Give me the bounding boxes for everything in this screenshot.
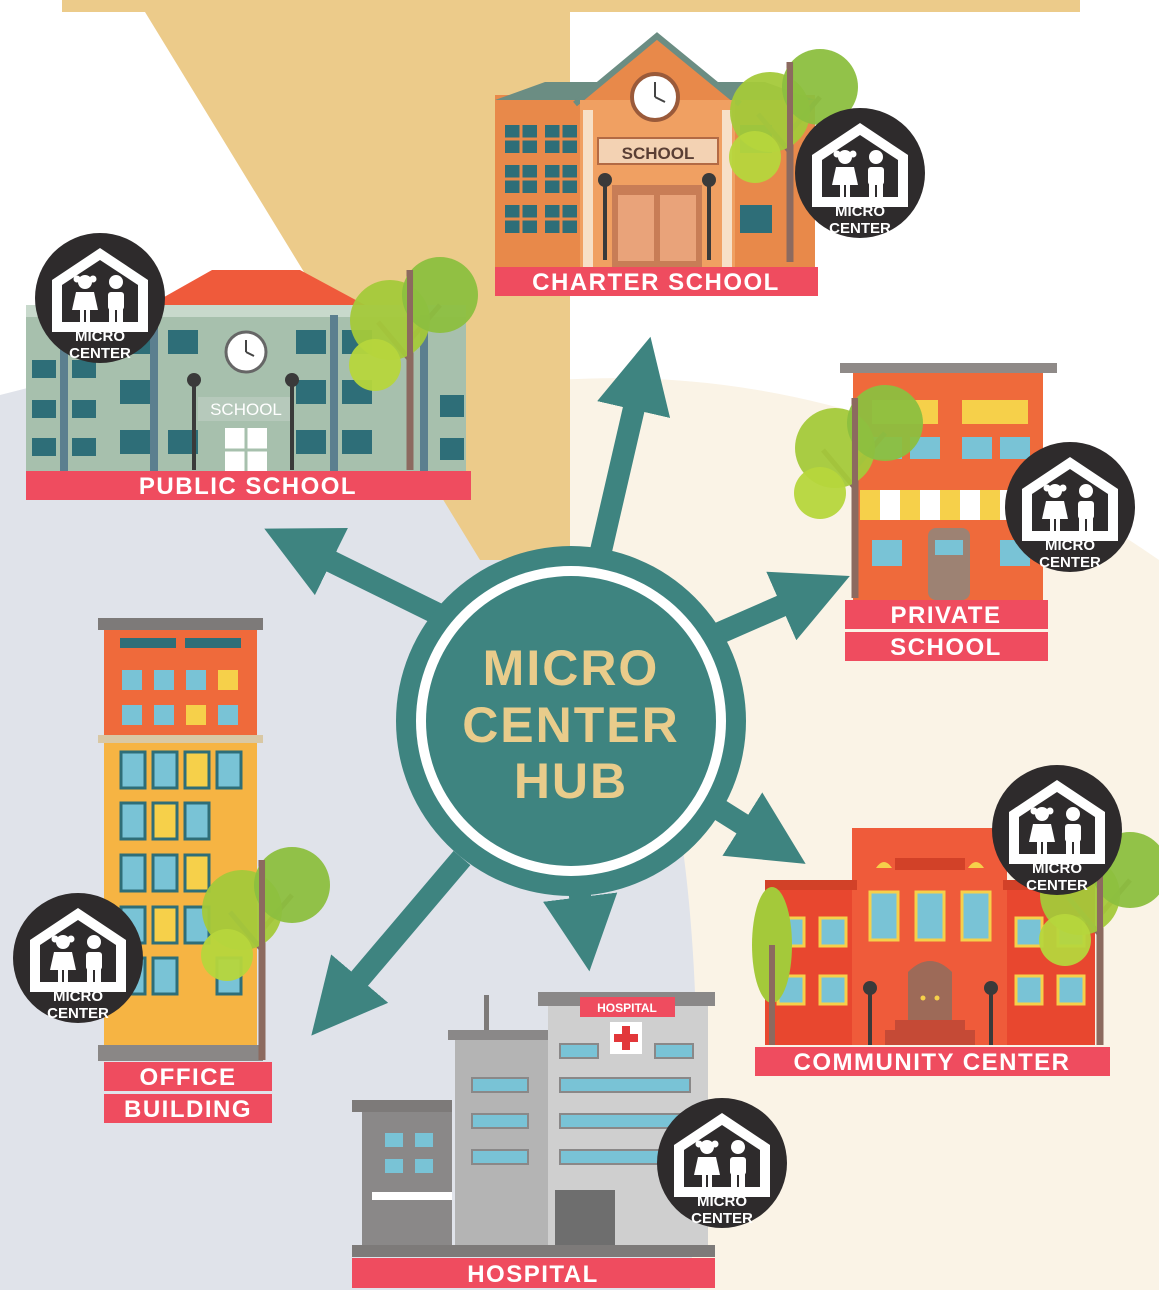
private-school-label-line1: PRIVATE bbox=[891, 602, 1002, 629]
hub-title-line3: HUB bbox=[514, 753, 628, 809]
arrows bbox=[264, 336, 850, 1036]
hospital-sign: HOSPITAL bbox=[597, 1001, 657, 1015]
hospital-label: HOSPITAL bbox=[352, 1258, 715, 1288]
community-center-badge-line2: CENTER bbox=[1026, 877, 1088, 894]
public-school-label: PUBLIC SCHOOL bbox=[26, 471, 471, 500]
public-school-label-text: PUBLIC SCHOOL bbox=[139, 473, 357, 500]
office-building-badge-line1: MICRO bbox=[53, 988, 103, 1005]
community-center-badge-line1: MICRO bbox=[1032, 860, 1082, 877]
charter-school-building: SCHOOL bbox=[495, 32, 858, 267]
community-center-building bbox=[752, 828, 1159, 1045]
charter-school-label: CHARTER SCHOOL bbox=[495, 267, 818, 296]
arrow-to-office-building bbox=[311, 850, 471, 1036]
office-building-label-line2: BUILDING bbox=[124, 1096, 252, 1123]
hub-title-line1: MICRO bbox=[483, 640, 660, 696]
office-building-label-line1: OFFICE bbox=[140, 1064, 237, 1091]
office-building-label: OFFICE BUILDING bbox=[104, 1062, 272, 1123]
arrow-to-private-school bbox=[710, 571, 850, 646]
arrow-to-community-center bbox=[714, 792, 806, 864]
arrow-to-charter-school bbox=[589, 336, 671, 558]
hub-title-line2: CENTER bbox=[462, 697, 680, 753]
public-school-badge-line2: CENTER bbox=[69, 345, 131, 362]
hospital-badge-line1: MICRO bbox=[697, 1193, 747, 1210]
office-building bbox=[98, 618, 330, 1061]
community-center-label-text: COMMUNITY CENTER bbox=[794, 1049, 1071, 1076]
hospital-badge-line2: CENTER bbox=[691, 1210, 753, 1227]
public-school-sign: SCHOOL bbox=[210, 400, 282, 419]
community-center-label: COMMUNITY CENTER bbox=[755, 1047, 1110, 1076]
public-school-badge-line1: MICRO bbox=[75, 328, 125, 345]
arrow-to-public-school bbox=[264, 528, 445, 625]
private-school-label-line2: SCHOOL bbox=[890, 634, 1002, 661]
private-school-label: PRIVATE SCHOOL bbox=[845, 600, 1048, 661]
private-school-badge-line1: MICRO bbox=[1045, 537, 1095, 554]
charter-school-label-text: CHARTER SCHOOL bbox=[532, 269, 780, 296]
private-school-badge-line2: CENTER bbox=[1039, 554, 1101, 571]
hub: MICRO CENTER HUB bbox=[396, 546, 746, 896]
office-building-badge-line2: CENTER bbox=[47, 1005, 109, 1022]
hospital-label-text: HOSPITAL bbox=[467, 1261, 599, 1288]
charter-school-badge-line2: CENTER bbox=[829, 220, 891, 237]
charter-school-sign: SCHOOL bbox=[622, 144, 695, 163]
charter-school-badge-line1: MICRO bbox=[835, 203, 885, 220]
